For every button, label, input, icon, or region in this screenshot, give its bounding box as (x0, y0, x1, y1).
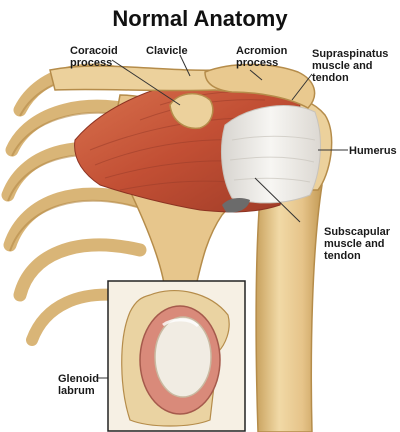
label-clavicle: Clavicle (146, 45, 188, 57)
humerus-bone (256, 175, 322, 432)
page-title: Normal Anatomy (0, 6, 400, 32)
label-coracoid-process: Coracoid process (70, 45, 118, 69)
tendon (221, 106, 320, 203)
label-supraspinatus: Supraspinatus muscle and tendon (312, 48, 388, 84)
label-acromion-process: Acromion process (236, 45, 287, 69)
label-glenoid-labrum: Glenoid labrum (58, 373, 99, 397)
label-subscapular: Subscapular muscle and tendon (324, 226, 390, 262)
label-humerus: Humerus (349, 145, 397, 157)
